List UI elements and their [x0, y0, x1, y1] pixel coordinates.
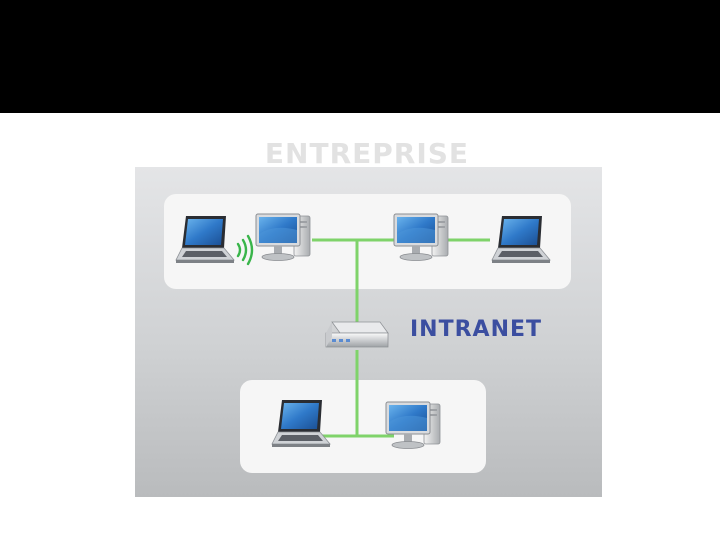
bottom-group-panel — [240, 380, 486, 473]
network-hub-icon — [325, 321, 389, 348]
diagram-title: ENTREPRISE — [264, 137, 470, 170]
wireless-signal-icon — [236, 234, 254, 266]
top-black-bar — [0, 0, 720, 113]
intranet-label: INTRANET — [410, 317, 543, 342]
